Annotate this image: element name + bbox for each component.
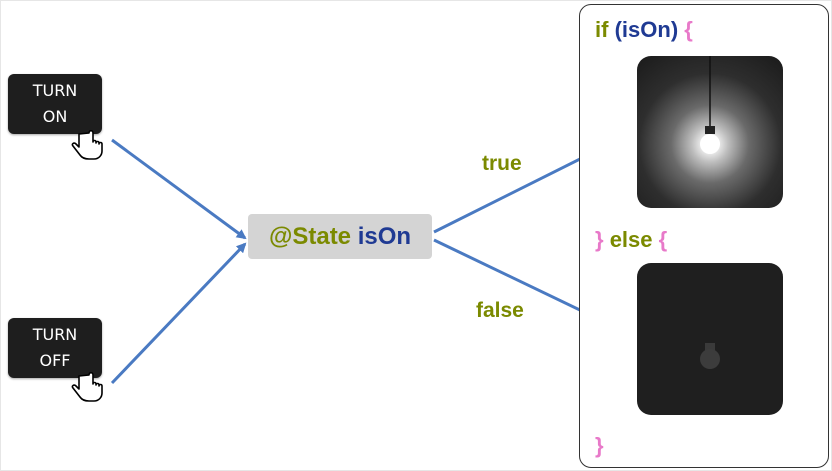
unlit-bulb-icon	[637, 263, 783, 415]
turn-off-button[interactable]: TURN OFF	[8, 318, 102, 378]
turn-on-line-1: TURN	[32, 81, 78, 100]
pointer-hand-icon	[71, 372, 103, 402]
condition-variable: isOn	[621, 17, 671, 42]
lit-bulb-drawing	[700, 56, 720, 154]
else-keyword: else	[609, 227, 653, 252]
state-variable-node: @State isOn	[248, 214, 432, 259]
false-branch-label: false	[476, 299, 524, 322]
arrow-turn-on-to-state	[111, 138, 247, 240]
if-line: if (isOn) {	[595, 17, 693, 43]
state-variable-name: isOn	[357, 223, 412, 250]
if-open-brace: {	[684, 17, 693, 42]
unlit-bulb-drawing	[700, 343, 720, 369]
turn-off-line-2: OFF	[39, 351, 71, 370]
pointer-hand-icon	[71, 130, 103, 160]
else-close-brace: }	[595, 227, 604, 252]
final-close-brace: }	[595, 433, 604, 458]
else-open-brace: {	[658, 227, 668, 252]
if-keyword: if	[595, 17, 609, 42]
turn-on-button[interactable]: TURN ON	[8, 74, 102, 134]
arrow-turn-off-to-state	[110, 242, 247, 385]
open-paren: (	[614, 17, 622, 42]
lit-bulb-icon	[637, 56, 783, 208]
turn-off-line-1: TURN	[32, 325, 78, 344]
else-line: } else {	[595, 227, 667, 253]
state-decorator: @State	[268, 223, 352, 250]
conditional-code-panel: if (isOn) { } else { }	[579, 4, 829, 468]
turn-on-line-2: ON	[42, 107, 68, 126]
true-branch-label: true	[482, 152, 522, 175]
final-brace-line: }	[595, 433, 604, 459]
close-paren: )	[670, 17, 679, 42]
